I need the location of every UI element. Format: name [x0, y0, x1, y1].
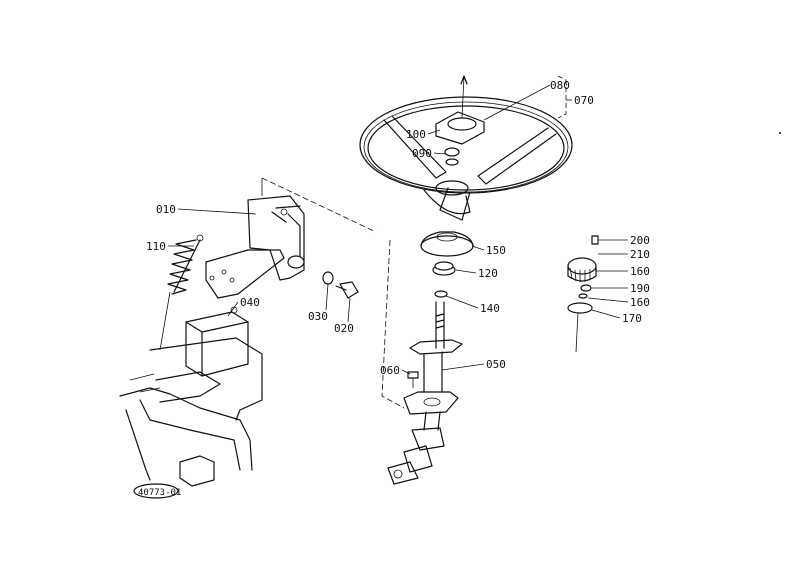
label-100: 100	[406, 128, 426, 141]
steering-wheel	[359, 96, 573, 221]
hub-nut	[435, 75, 485, 145]
label-020: 020	[334, 322, 354, 335]
label-160-upper: 160	[630, 265, 650, 278]
label-160-lower: 160	[630, 296, 650, 309]
label-090: 090	[412, 147, 432, 160]
frame-box	[119, 306, 263, 487]
label-150: 150	[486, 244, 506, 257]
label-030: 030	[308, 310, 328, 323]
figure-code: 40773-01	[138, 488, 181, 498]
leader-lines	[168, 75, 629, 375]
label-170: 170	[622, 312, 642, 325]
label-070: 070	[574, 94, 594, 107]
steering-column	[381, 231, 474, 485]
label-040: 040	[240, 296, 260, 309]
label-200: 200	[630, 234, 650, 247]
label-050: 050	[486, 358, 506, 371]
label-190: 190	[630, 282, 650, 295]
pedal-bracket	[205, 177, 377, 299]
label-120: 120	[478, 267, 498, 280]
figure-code-badge	[133, 483, 179, 499]
label-140: 140	[480, 302, 500, 315]
lock-washer	[444, 147, 460, 166]
label-110: 110	[146, 240, 166, 253]
part-labels: 010 110 040 030 020 060 050 140 120 150 …	[138, 79, 650, 498]
label-060: 060	[380, 364, 400, 377]
gear-assembly	[567, 235, 599, 353]
label-010: 010	[156, 203, 176, 216]
return-spring	[159, 234, 204, 351]
label-080: 080	[550, 79, 570, 92]
label-210: 210	[630, 248, 650, 261]
stray-mark	[779, 132, 781, 134]
